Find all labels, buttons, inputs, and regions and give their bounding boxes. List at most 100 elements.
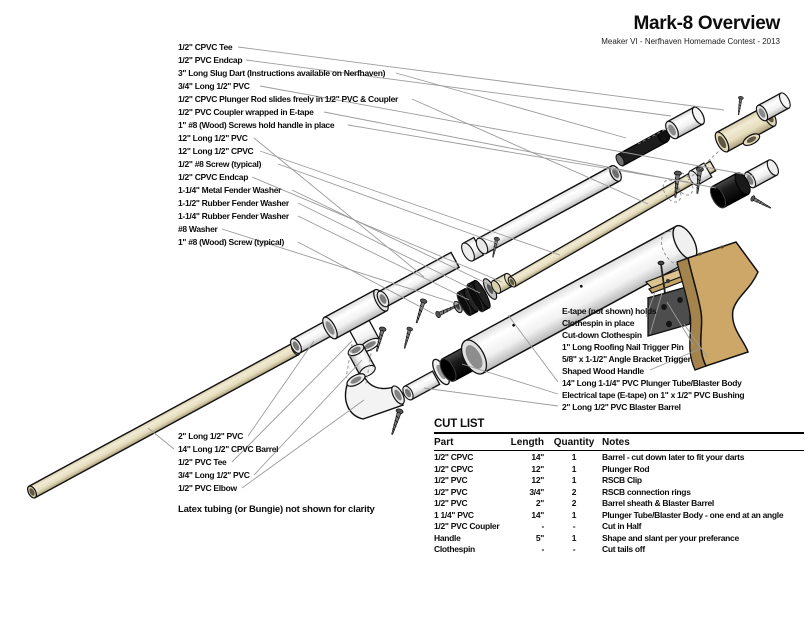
label-coupler-etape: 1/2" PVC Coupler wrapped in E-tape xyxy=(178,107,314,117)
cell-qty: 1 xyxy=(571,452,577,462)
cell-part: 1/2" PVC xyxy=(434,475,468,485)
label-pvc-endcap: 1/2" PVC Endcap xyxy=(178,55,243,65)
cell-notes: RSCB Clip xyxy=(602,475,642,485)
label-cpvc-endcap: 1/2" CPVC Endcap xyxy=(178,172,249,182)
cell-length: 14" xyxy=(531,452,544,462)
label-angle-bracket: 5/8" x 1-1/2" Angle Bracket Trigger xyxy=(562,354,691,364)
label-rubber-washer-125: 1-1/4" Rubber Fender Washer xyxy=(178,211,289,221)
cell-length: 12" xyxy=(531,475,544,485)
label-etape-holds: E-tape (not shown) holds xyxy=(562,306,657,316)
label-pvc-elbow: 1/2" PVC Elbow xyxy=(178,483,237,493)
page-subtitle: Meaker VI - Nerfhaven Homemade Contest -… xyxy=(601,37,780,46)
title-block: Mark-8 Overview Meaker VI - Nerfhaven Ho… xyxy=(601,13,780,46)
cell-part: Clothespin xyxy=(434,544,475,554)
cut-list-rows: 1/2" CPVC 14" 1 Barrel - cut down later … xyxy=(434,452,804,556)
table-row: 1/2" CPVC 14" 1 Barrel - cut down later … xyxy=(434,452,804,464)
label-clothespin-place: Clothespin in place xyxy=(562,318,635,328)
cell-qty: - xyxy=(572,521,576,531)
label-34-pvc: 3/4" Long 1/2" PVC xyxy=(178,81,250,91)
cell-length: 14" xyxy=(531,509,544,520)
cell-notes: Plunger Tube/Blaster Body - one end at a… xyxy=(602,509,784,520)
explosion-guides xyxy=(345,127,721,385)
cell-part: Handle xyxy=(434,532,461,543)
pvc-coupler-etape xyxy=(461,236,485,262)
label-wood-handle: Shaped Wood Handle xyxy=(562,366,644,376)
cell-part: 1/2" CPVC xyxy=(434,463,474,474)
label-12-cpvc: 12" Long 1/2" CPVC xyxy=(178,146,254,156)
col-length: Length xyxy=(510,437,544,448)
blaster-barrel-stub xyxy=(402,370,441,401)
cell-notes: Shape and slant per your preferance xyxy=(602,532,739,543)
rubber-washer-small xyxy=(456,288,479,317)
cell-qty: - xyxy=(572,544,576,554)
screw-icon xyxy=(401,326,414,350)
col-part: Part xyxy=(434,437,454,448)
cell-qty: 1 xyxy=(571,463,577,474)
table-row: Handle 5" 1 Shape and slant per your pre… xyxy=(434,533,804,545)
pvc-endcap-2 xyxy=(755,92,791,122)
pvc-endcap-1 xyxy=(665,106,705,140)
cut-list-title: CUT LIST xyxy=(434,418,804,434)
table-row: 1/2" PVC 2" 2 Barrel sheath & Blaster Ba… xyxy=(434,498,804,510)
cut-list-header: Part Length Quantity Notes xyxy=(434,435,804,451)
cell-part: 1 1/4" PVC xyxy=(434,509,474,520)
cell-notes: RSCB connection rings xyxy=(602,486,691,497)
cell-qty: 1 xyxy=(571,509,577,520)
screw-icon xyxy=(735,95,744,116)
slug-dart xyxy=(615,129,671,167)
cell-qty: 1 xyxy=(571,532,577,543)
label-blaster-barrel: 2" Long 1/2" PVC Blaster Barrel xyxy=(562,402,681,412)
cell-part: 1/2" PVC Coupler xyxy=(434,521,500,531)
latex-tubing-note: Latex tubing (or Bungie) not shown for c… xyxy=(178,504,375,515)
cell-part: 1/2" CPVC xyxy=(434,452,474,462)
table-row: 1 1/4" PVC 14" 1 Plunger Tube/Blaster Bo… xyxy=(434,510,804,522)
label-rubber-washer-15: 1-1/2" Rubber Fender Washer xyxy=(178,198,289,208)
label-12-pvc: 12" Long 1/2" PVC xyxy=(178,133,248,143)
label-34-pvc-2: 3/4" Long 1/2" PVC xyxy=(178,470,250,480)
table-row: Clothespin - - Cut tails off xyxy=(434,544,804,556)
table-row: 1/2" CPVC 12" 1 Plunger Rod xyxy=(434,464,804,476)
screw-icon xyxy=(749,194,773,211)
label-2in-pvc: 2" Long 1/2" PVC xyxy=(178,431,244,441)
label-slug-dart: 3" Long Slug Dart (Instructions availabl… xyxy=(178,68,386,78)
pvc-elbow xyxy=(344,373,405,420)
cell-qty: 2 xyxy=(571,498,577,508)
cell-length: - xyxy=(541,521,544,531)
page-title: Mark-8 Overview xyxy=(633,13,780,34)
rscb-ring xyxy=(743,159,780,189)
cpvc-barrel-pipe xyxy=(26,342,301,499)
table-row: 1/2" PVC Coupler - - Cut in Half xyxy=(434,521,804,533)
pvc-12in-pipe-b xyxy=(475,165,622,255)
cell-length: 3/4" xyxy=(529,486,544,497)
label-plunger-tube: 14" Long 1-1/4" PVC Plunger Tube/Blaster… xyxy=(562,378,742,388)
label-8-washer: #8 Washer xyxy=(178,224,218,234)
label-cpvc-tee: 1/2" CPVC Tee xyxy=(178,42,233,52)
cell-length: - xyxy=(541,544,544,554)
cell-notes: Barrel sheath & Blaster Barrel xyxy=(602,498,714,508)
label-8-screw: 1/2" #8 Screw (typical) xyxy=(178,159,262,169)
cell-qty: 1 xyxy=(571,475,577,485)
table-row: 1/2" PVC 12" 1 RSCB Clip xyxy=(434,475,804,487)
etape-coupler-black xyxy=(709,172,751,209)
screw-icon xyxy=(388,407,405,436)
col-quantity: Quantity xyxy=(553,437,595,448)
cell-length: 2" xyxy=(535,498,544,508)
label-metal-fender-washer: 1-1/4" Metal Fender Washer xyxy=(178,185,282,195)
wood-handle xyxy=(676,241,759,371)
label-plunger-rod: 1/2" CPVC Plunger Rod slides freely in 1… xyxy=(178,94,399,104)
screw-icon xyxy=(413,297,428,325)
cell-part: 1/2" PVC xyxy=(434,486,468,497)
cell-notes: Barrel - cut down later to fit your dart… xyxy=(602,452,745,462)
label-cutdown-clothespin: Cut-down Clothespin xyxy=(562,330,642,340)
rubber-washer-large xyxy=(466,279,491,313)
pvc-12in-pipe-a xyxy=(376,251,461,308)
cut-list: CUT LIST Part Length Quantity Notes 1/2"… xyxy=(434,418,804,556)
cell-notes: Cut in Half xyxy=(602,521,642,531)
label-pvc-tee: 1/2" PVC Tee xyxy=(178,457,227,467)
label-etape-bushing: Electrical tape (E-tape) on 1" x 1/2" PV… xyxy=(562,390,745,400)
clothespin-ghost-ring xyxy=(662,179,682,203)
leader-lines xyxy=(147,46,755,489)
col-notes: Notes xyxy=(602,437,630,448)
cell-length: 12" xyxy=(531,463,544,474)
